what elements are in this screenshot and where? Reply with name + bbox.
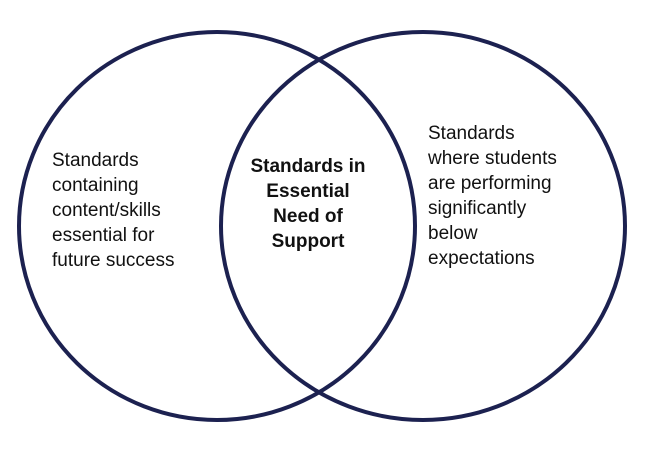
label-line: Support [271, 231, 345, 252]
right-set-label: Standards where students are performing … [428, 121, 557, 271]
right-circle [219, 30, 627, 422]
label-line: content/skills [52, 200, 161, 221]
label-line: Standards in [250, 156, 366, 177]
label-line: essential for [52, 225, 155, 246]
intersection-label: Standards in Essential Need of Support [228, 154, 388, 254]
label-line: future success [52, 250, 175, 271]
label-line: containing [52, 175, 139, 196]
left-circle [17, 30, 417, 422]
label-line: Essential [266, 181, 350, 202]
label-line: Standards [52, 150, 139, 171]
left-set-label: Standards containing content/skills esse… [52, 148, 175, 273]
label-line: below [428, 223, 478, 244]
label-line: where students [428, 148, 557, 169]
label-line: expectations [428, 248, 535, 269]
label-line: Standards [428, 123, 515, 144]
label-line: significantly [428, 198, 527, 219]
label-line: are performing [428, 173, 552, 194]
label-line: Need of [273, 206, 343, 227]
